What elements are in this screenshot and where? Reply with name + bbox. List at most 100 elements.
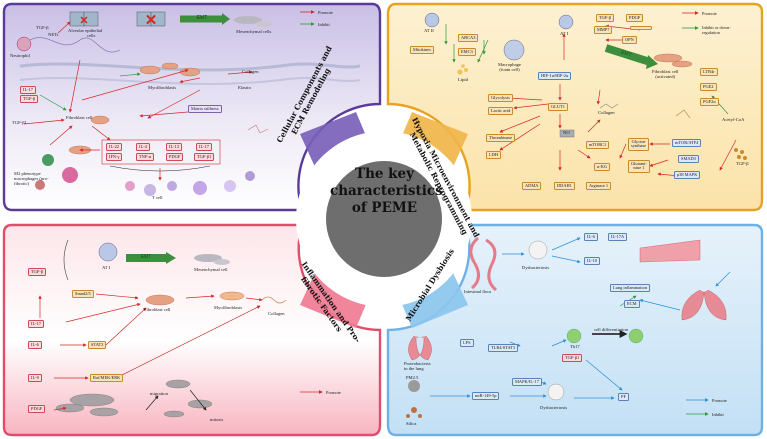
macrophage-cell xyxy=(62,167,78,183)
tl-label-neutrophil: Neutrophil xyxy=(10,53,30,58)
tl-label-t-cell: T cell xyxy=(152,195,163,200)
tr-box-hif: HIF-1α/HIF-2α xyxy=(538,72,572,81)
mesenchymal-cell xyxy=(256,21,272,27)
lung-icon-small xyxy=(408,335,432,361)
bl-box-il6: IL-6 xyxy=(28,341,42,350)
br-legend-inhibit: Inhibit xyxy=(712,412,724,417)
bl-label-emt: EMT xyxy=(140,254,152,260)
br-box-il17a: IL-17A xyxy=(608,233,628,242)
collagen-fibre xyxy=(675,109,691,119)
mesenchymal-cell xyxy=(234,16,262,24)
tr-box-lactic: Lactic acid xyxy=(488,107,514,116)
cytokine-group-frame xyxy=(101,139,221,165)
br-box-il6: IL-6 xyxy=(584,233,598,242)
tr-label-macrophage-2: (foam cell) xyxy=(499,66,520,72)
bl-box-stat3: STAT3 xyxy=(88,341,107,350)
tl-label-nets: NETs xyxy=(48,32,59,37)
tr-box-glycine-2: synthase xyxy=(631,143,647,149)
tr-box-mmp7: MMP7 xyxy=(594,26,613,35)
tr-box-smad3: SMAD3 xyxy=(678,155,699,164)
dysbacteriosis-icon xyxy=(547,383,565,401)
bl-box-raf: Raf/MEK/ERK xyxy=(90,374,124,383)
br-box-ecm: ECM xyxy=(624,300,640,309)
br-legend-promote: Promote xyxy=(712,398,727,403)
th17-differentiated xyxy=(628,328,644,344)
br-box-mir: miR-149-5p xyxy=(472,392,500,401)
bl-box-smad: Smad2/3 xyxy=(72,290,94,299)
br-box-pf: PF xyxy=(618,393,629,402)
tl-label-alveolar-1: Alveolar epithelial xyxy=(68,28,103,33)
mesenchymal-cell xyxy=(214,259,230,265)
migrating-cells xyxy=(55,379,213,418)
tl-label-alveolar-2: cells xyxy=(86,32,96,38)
promote-arrows-tl xyxy=(23,21,253,181)
silica-icon xyxy=(406,407,422,418)
bl-box-tgf-b: TGF-β xyxy=(28,268,46,277)
bl-label-mitosis: mitosis xyxy=(210,417,224,422)
fibroblast-activated xyxy=(653,53,683,63)
at1-cell xyxy=(98,242,118,262)
panel-bottom-left xyxy=(2,223,382,437)
tr-box-p38: p38 MAPK xyxy=(674,171,701,180)
tl-box-il17: IL-17 xyxy=(20,86,36,95)
br-box-tgf-b1: TGF-β1 xyxy=(562,354,583,363)
tl-label-fibroblast: Fibroblast cell xyxy=(66,115,93,120)
bl-label-fibroblast: Fibroblast cell xyxy=(144,307,171,312)
tl-label-mesenchymal: Mesenchymal cells xyxy=(236,29,272,34)
inhibit-arrows-tl xyxy=(39,72,141,111)
tr-legend-inhibit: Inhibit or down-regulation xyxy=(702,25,731,35)
collagen-fibre xyxy=(261,296,287,304)
br-box-mapk: MAPK/IL-17 xyxy=(512,378,542,387)
br-label-dysbacteriosis: Dysbacteriosis xyxy=(522,265,550,270)
tl-cytokine-il4: IL-4 xyxy=(136,143,150,152)
br-label-th17: Th17 xyxy=(570,344,580,349)
tl-cytokine-il17: IL-17 xyxy=(196,143,212,152)
mesenchymal-cell xyxy=(194,254,222,262)
tl-label-elastin: Elastin xyxy=(238,85,251,90)
t-cell xyxy=(167,181,177,191)
nets-strands xyxy=(29,37,121,53)
tr-label-macrophage: Macrophage(foam cell) xyxy=(498,62,521,73)
tr-label-lipid: Lipid xyxy=(458,77,468,82)
bl-box-il17: IL-17 xyxy=(28,320,44,329)
vessel-icon xyxy=(639,239,701,263)
tl-cytokine-tnf: TNF-α xyxy=(136,153,155,162)
center-title-line1: The key xyxy=(355,166,414,182)
no-box xyxy=(559,129,575,138)
tr-label-at2: AT II xyxy=(424,28,434,33)
tr-box-empty xyxy=(630,26,652,30)
br-box-il10: IL-10 xyxy=(584,257,600,266)
fibre-band xyxy=(19,77,361,85)
br-label-cell-differentiation: cell differentiation xyxy=(594,327,628,332)
center-title-line2: characteristics xyxy=(330,183,443,199)
br-label-proteobacteria-2: in the lung xyxy=(404,365,424,371)
t-cell xyxy=(144,184,156,196)
tr-label-at1: AT I xyxy=(560,31,569,36)
alveolar-cell-2 xyxy=(83,11,99,27)
center-title: The key characteristics of PEME xyxy=(330,166,443,217)
t-cell xyxy=(193,181,207,195)
t-cell xyxy=(125,181,135,191)
alveolar-cell-4 xyxy=(150,11,166,27)
br-box-lung-inflammation: Lung inflammation xyxy=(610,284,651,293)
tl-legend-promote: Promote xyxy=(318,10,333,15)
promote-arrows-bl xyxy=(38,293,263,411)
tl-legend-inhibit: Inhibit xyxy=(318,22,330,27)
br-label-dysbacteriosis-2: Dysbacteriosis xyxy=(540,405,568,410)
center-title-line3: of PEME xyxy=(351,200,418,216)
tr-label-macrophage-1: Macrophage xyxy=(498,62,521,67)
tr-legend-promote: Promote xyxy=(702,11,717,16)
emt-arrow-head xyxy=(166,252,176,264)
tr-box-tgf-b: TGF-β xyxy=(596,14,614,23)
br-label-proteobacteria-1: Proteobacteria xyxy=(404,361,431,366)
x-mark-icon: ✕ xyxy=(145,11,158,29)
m2-macrophage xyxy=(42,154,54,166)
tr-box-glutaminase-1: Glutami- xyxy=(631,161,647,166)
band-bottom-left xyxy=(300,262,372,328)
tr-label-tgf-b-right: TGF-β xyxy=(736,161,749,166)
fibre-band xyxy=(19,62,361,72)
